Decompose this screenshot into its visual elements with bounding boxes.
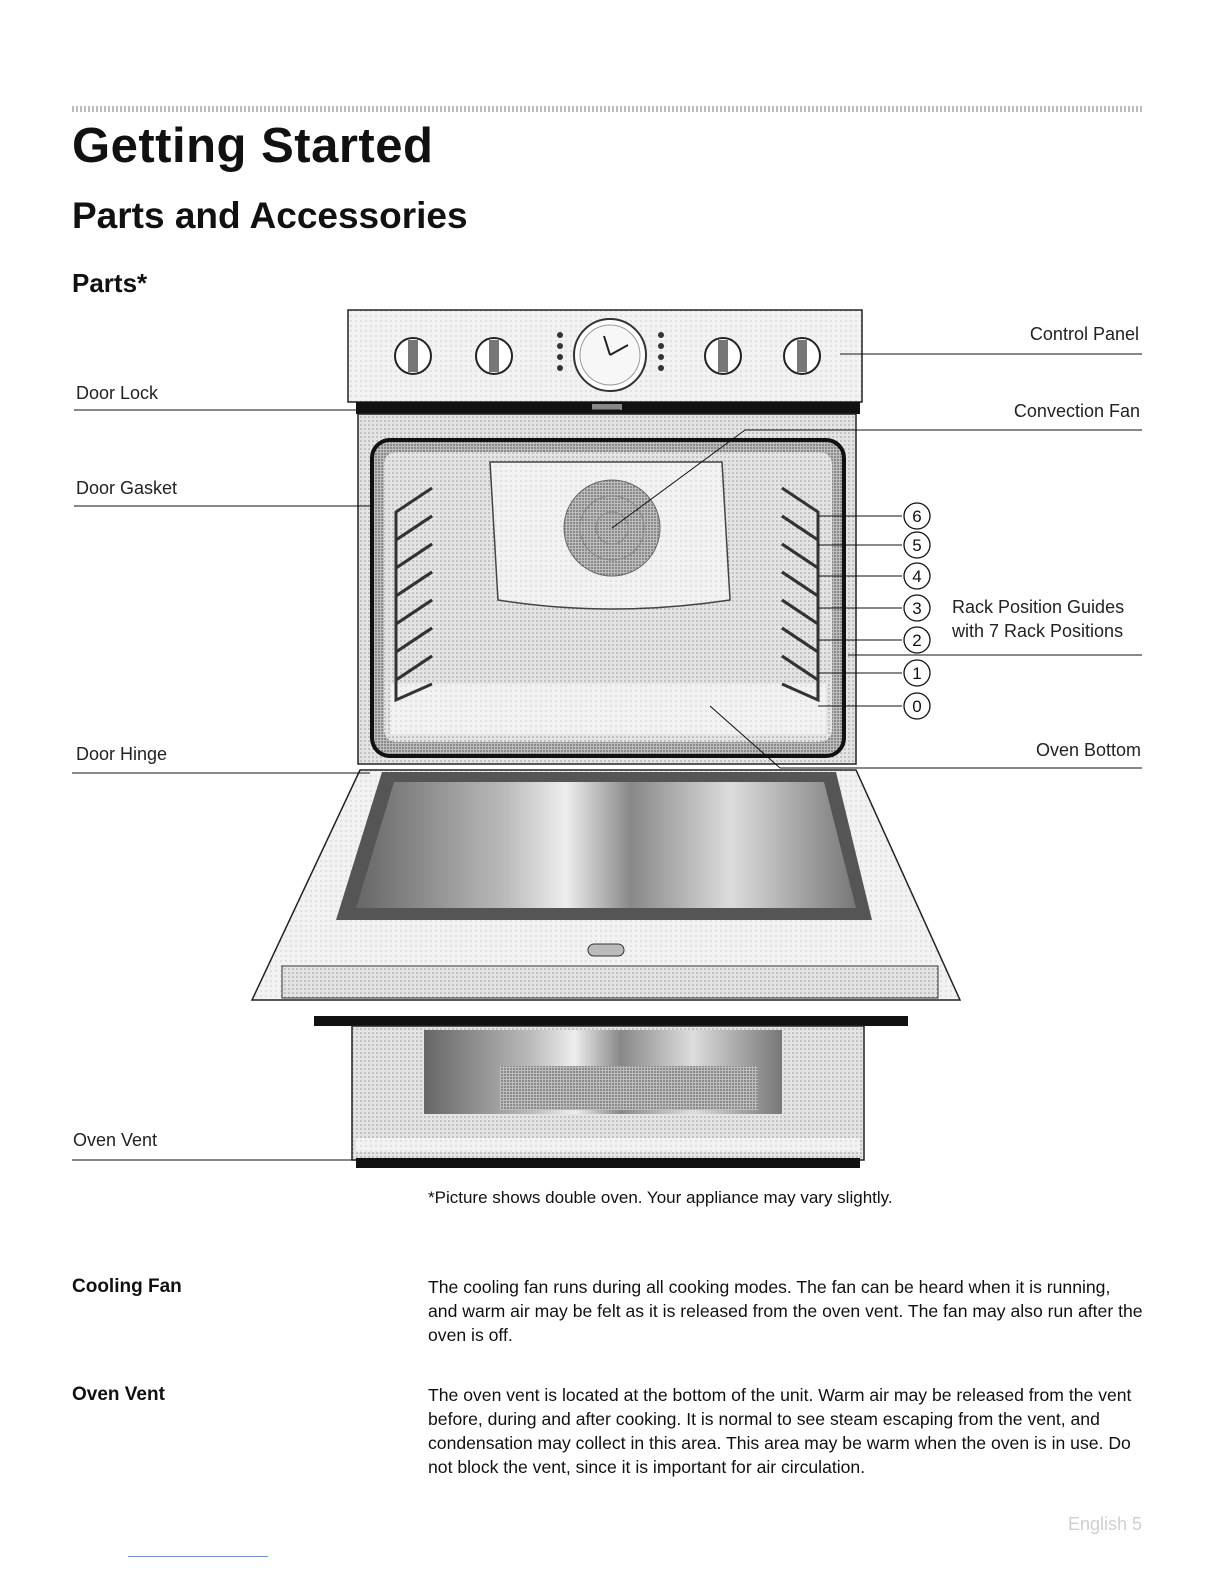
picture-caption: *Picture shows double oven. Your applian… [428, 1188, 893, 1207]
label-door-gasket: Door Gasket [76, 478, 178, 498]
page-footer: English 5 [1067, 1514, 1142, 1534]
rack-position-label: 2 [912, 631, 921, 650]
rack-guides-left [394, 486, 433, 703]
clock [573, 318, 647, 392]
rack-position-label: 5 [912, 536, 921, 555]
oven-door [250, 769, 962, 1026]
knob [394, 337, 821, 375]
header-rule [72, 106, 1142, 112]
rack-position-label: 3 [912, 599, 921, 618]
desc-cooling-fan: The cooling fan runs during all cooking … [428, 1277, 1143, 1345]
rack-position-label: 1 [912, 664, 921, 683]
term-oven-vent: Oven Vent [72, 1384, 165, 1405]
subsection-title: Parts* [72, 268, 148, 298]
rack-guides-right [781, 486, 820, 703]
rack-position-label: 0 [912, 697, 921, 716]
desc-oven-vent: The oven vent is located at the bottom o… [428, 1385, 1132, 1477]
label-rack-guides-line1: Rack Position Guides [952, 597, 1125, 617]
lower-oven [351, 1025, 865, 1168]
oven-cavity [357, 413, 857, 765]
label-door-lock: Door Lock [76, 383, 159, 403]
label-door-hinge: Door Hinge [76, 744, 168, 764]
label-oven-bottom: Oven Bottom [1035, 740, 1141, 760]
bottom-rule [128, 1556, 268, 1557]
rack-position-label: 6 [912, 507, 921, 526]
control-panel [347, 309, 863, 403]
label-control-panel: Control Panel [1029, 324, 1139, 344]
term-cooling-fan: Cooling Fan [72, 1276, 182, 1297]
section-title: Parts and Accessories [72, 195, 468, 236]
rack-position-label: 4 [912, 567, 921, 586]
label-oven-vent: Oven Vent [73, 1130, 158, 1150]
page-title: Getting Started [72, 119, 434, 173]
label-rack-guides-line2: with 7 Rack Positions [952, 621, 1124, 641]
label-convection-fan: Convection Fan [1013, 401, 1140, 421]
